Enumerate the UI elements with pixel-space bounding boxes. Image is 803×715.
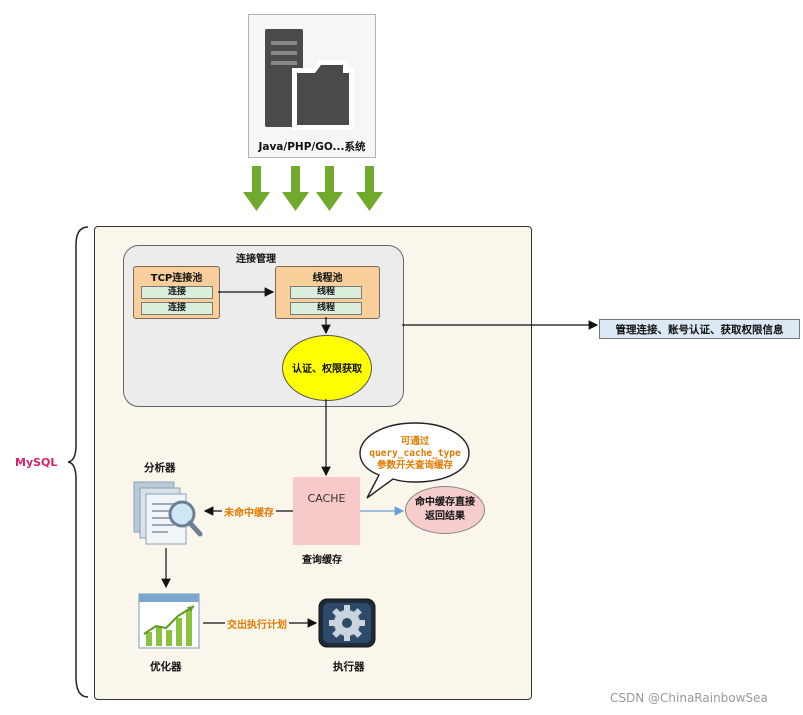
thread-pool-title: 线程池 bbox=[312, 273, 343, 284]
tcp-pool-box: TCP连接池 连接 连接 bbox=[133, 266, 220, 319]
gear-icon bbox=[318, 598, 376, 648]
miss-label: 未命中缓存 bbox=[222, 504, 276, 519]
green-arrow-1 bbox=[243, 166, 270, 211]
info-box: 管理连接、账号认证、获取权限信息 bbox=[599, 319, 800, 339]
thread-pool-box: 线程池 线程 线程 bbox=[275, 266, 380, 319]
hit-line: 返回结果 bbox=[425, 511, 465, 522]
cache-caption: 查询缓存 bbox=[302, 555, 342, 566]
executor-label: 执行器 bbox=[333, 661, 365, 673]
bubble-line: 可通过 bbox=[400, 436, 430, 447]
green-arrow-4 bbox=[356, 166, 383, 211]
info-box-label: 管理连接、账号认证、获取权限信息 bbox=[615, 324, 784, 336]
cache-speech-bubble bbox=[359, 422, 470, 499]
green-arrow-2 bbox=[282, 166, 309, 211]
optimizer-label: 优化器 bbox=[150, 661, 182, 673]
system-label: Java/PHP/GO...系统 bbox=[258, 141, 366, 153]
growth-chart-icon bbox=[138, 593, 200, 649]
connection-management-title: 连接管理 bbox=[236, 254, 276, 265]
analyzer-label: 分析器 bbox=[144, 462, 176, 474]
mysql-brace bbox=[67, 226, 89, 698]
plan-label: 交出执行计划 bbox=[225, 616, 289, 631]
green-arrow-3 bbox=[316, 166, 343, 211]
thread-pool-row: 线程 bbox=[290, 286, 362, 299]
tcp-pool-row: 连接 bbox=[141, 286, 213, 299]
hit-line: 命中缓存直接 bbox=[415, 497, 475, 508]
tcp-pool-title: TCP连接池 bbox=[150, 273, 203, 284]
cache-box-text: CACHE bbox=[307, 492, 346, 505]
bubble-line: query_cache_type bbox=[369, 448, 461, 459]
document-magnifier-icon bbox=[133, 481, 203, 545]
bubble-line: 参数开关查询缓存 bbox=[376, 460, 453, 471]
client-system-box: Java/PHP/GO...系统 bbox=[248, 14, 376, 158]
watermark: CSDN @ChinaRainbowSea bbox=[610, 691, 768, 705]
server-folder-icon bbox=[265, 29, 354, 130]
thread-pool-row: 线程 bbox=[290, 302, 362, 315]
mysql-label: MySQL bbox=[15, 456, 58, 469]
cache-box: CACHE bbox=[293, 477, 360, 545]
tcp-pool-row: 连接 bbox=[141, 302, 213, 315]
bubble-text: 可通过 query_cache_type 参数开关查询缓存 bbox=[360, 436, 470, 472]
auth-label: 认证、权限获取 bbox=[292, 364, 362, 375]
cache-hit-text: 命中缓存直接 返回结果 bbox=[406, 496, 484, 524]
cache-hit-ellipse: 命中缓存直接 返回结果 bbox=[405, 486, 485, 534]
request-arrows bbox=[243, 166, 383, 211]
auth-ellipse: 认证、权限获取 bbox=[282, 335, 372, 401]
